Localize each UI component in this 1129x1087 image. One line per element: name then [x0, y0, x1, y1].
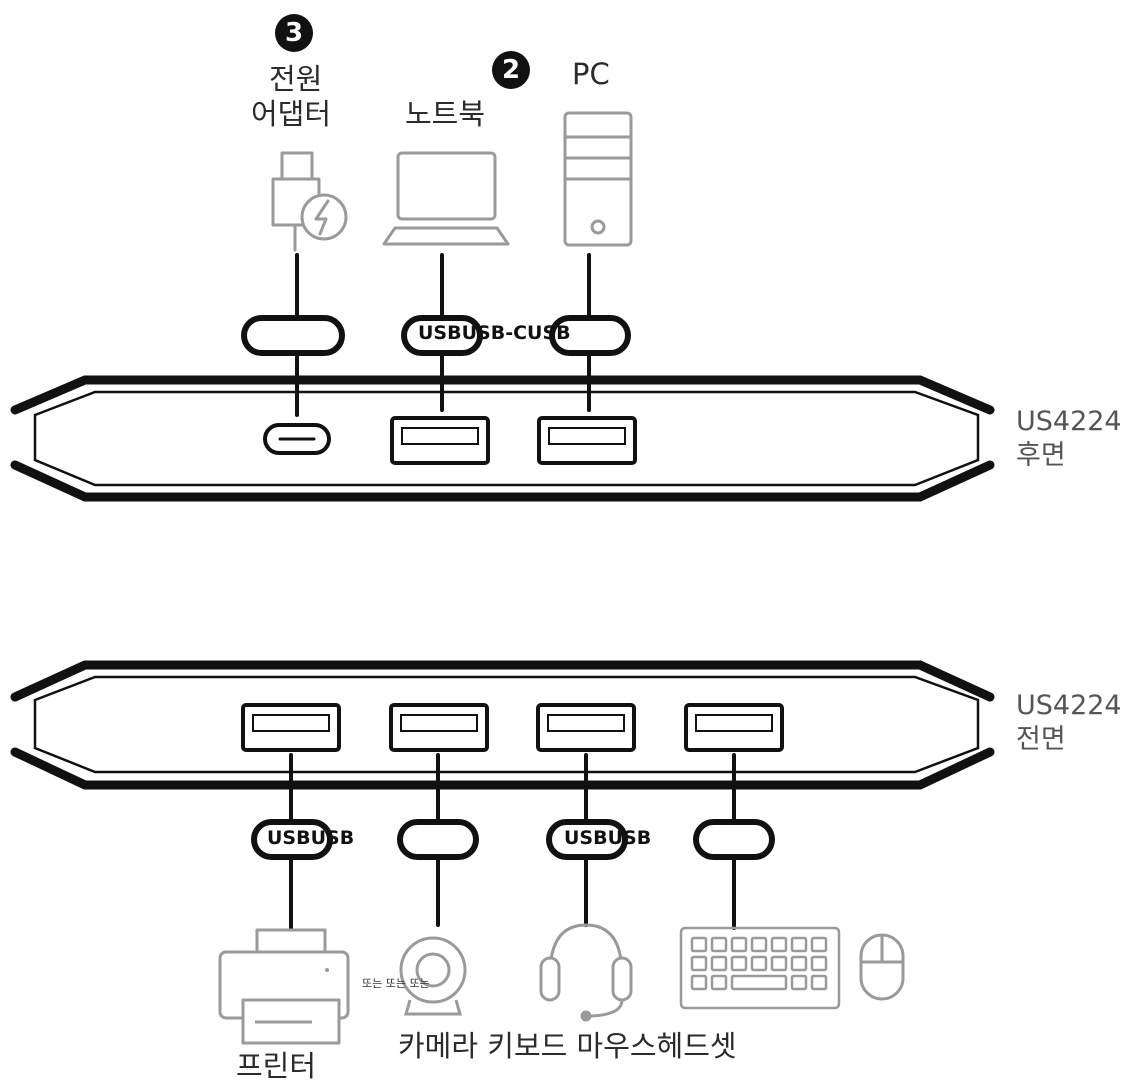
usb-a-port-icon — [536, 703, 636, 752]
power-adapter-label-line2: 어댑터 — [251, 97, 332, 131]
power-adapter-label-line1: 전원 — [269, 62, 323, 96]
rear-cable-connectors — [241, 315, 631, 356]
laptop-icon — [382, 151, 510, 246]
keyboard-key — [770, 955, 788, 972]
printer-label: 프린터 — [236, 1049, 317, 1083]
keyboard-key — [710, 974, 728, 991]
front-model-label: US4224 — [1016, 690, 1122, 721]
front-headset-cable-label: USBUSB — [564, 827, 652, 849]
usb-a-port-icon — [389, 703, 489, 752]
keyboard-key — [810, 974, 828, 991]
step-2-badge: 2 — [492, 51, 530, 89]
rear-laptop-cable-label: USBUSB-CUSB — [418, 322, 571, 344]
webcam-icon — [399, 936, 467, 1016]
usb-a-port-icon — [390, 416, 490, 465]
keyboard-key — [770, 936, 788, 953]
front-hub-body — [10, 660, 995, 790]
keyboard-key — [790, 974, 808, 991]
keyboard-key — [750, 955, 768, 972]
keyboard-key — [790, 955, 808, 972]
keyboard-key — [690, 955, 708, 972]
keyboard-key — [810, 936, 828, 953]
keyboard-key — [710, 936, 728, 953]
rear-hub-body — [10, 375, 995, 502]
or-text: 또는 또는 또는 — [362, 977, 430, 990]
step-3-badge: 3 — [275, 14, 313, 52]
laptop-label: 노트북 — [405, 97, 486, 131]
keyboard-icon — [679, 926, 841, 1010]
bottom-device-labels: 카메라 키보드 마우스헤드셋 — [398, 1029, 737, 1063]
front-side-label: 전면 — [1016, 724, 1066, 755]
rear-model-label: US4224 — [1016, 406, 1122, 437]
rear-side-label: 후면 — [1016, 440, 1066, 471]
mouse-icon — [859, 933, 905, 1001]
printer-icon — [218, 928, 350, 1045]
power-adapter-icon — [271, 151, 348, 252]
usb-a-port-icon — [241, 703, 341, 752]
usb-c-port-icon — [263, 423, 331, 455]
pc-tower-icon — [563, 111, 633, 247]
keyboard-key — [730, 936, 748, 953]
headset-icon — [539, 923, 633, 1022]
keyboard-key — [750, 936, 768, 953]
keyboard-key — [690, 974, 708, 991]
front-cable-connectors — [251, 819, 775, 860]
keyboard-key — [790, 936, 808, 953]
keyboard-key — [690, 936, 708, 953]
keyboard-key — [810, 955, 828, 972]
keyboard-spacebar — [730, 974, 788, 991]
keyboard-key — [710, 955, 728, 972]
pc-label: PC — [572, 57, 610, 91]
keyboard-key — [730, 955, 748, 972]
usb-a-port-icon — [684, 703, 784, 752]
front-printer-cable-label: USBUSB — [267, 827, 355, 849]
usb-a-port-icon — [537, 416, 637, 465]
